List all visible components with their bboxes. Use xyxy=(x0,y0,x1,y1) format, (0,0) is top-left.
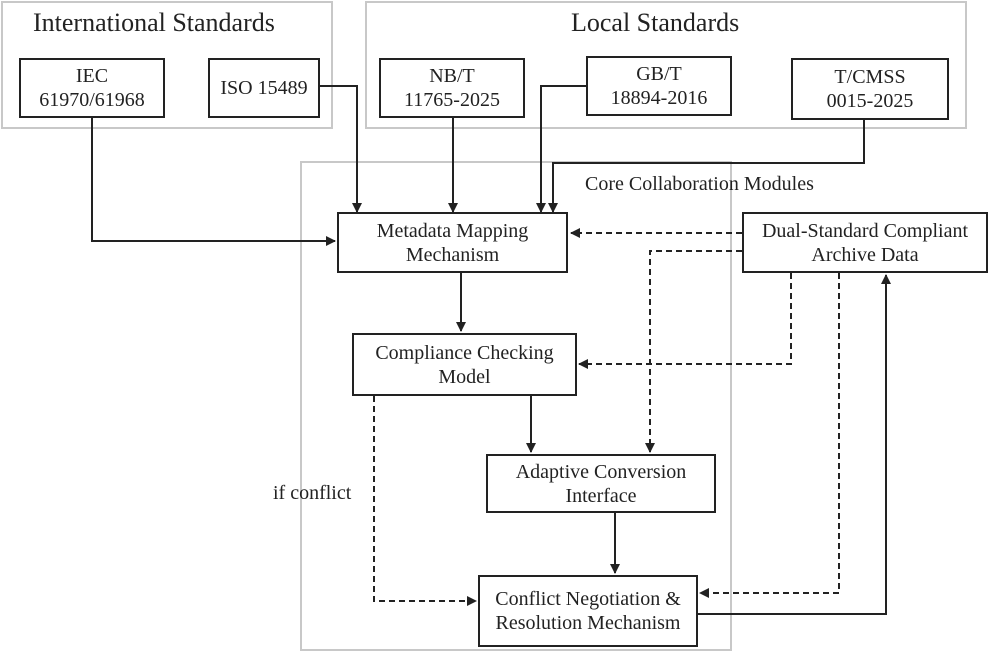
core-collaboration-frame xyxy=(300,161,732,651)
core-collaboration-title: Core Collaboration Modules xyxy=(585,173,814,195)
local-standards-frame xyxy=(365,1,967,129)
metadata-node-line1: Metadata Mapping xyxy=(376,219,529,242)
international-standards-frame xyxy=(1,1,333,129)
t-cmss-0015-2025-node: T/CMSS 0015-2025 xyxy=(791,58,949,120)
edge-gbt-to-metadata xyxy=(536,85,586,213)
nbt-node-line1: NB/T xyxy=(429,65,475,87)
adaptive-node-line1: Adaptive Conversion xyxy=(515,460,687,483)
local-standards-title: Local Standards xyxy=(571,8,740,37)
edge-archive-to-adaptive xyxy=(645,250,742,453)
edge-conflict-to-archive xyxy=(698,274,891,615)
compliance-node-line1: Compliance Checking xyxy=(375,341,554,364)
metadata-node-line2: Mechanism xyxy=(405,243,500,266)
archive-node-line2: Archive Data xyxy=(811,243,919,266)
dual-standard-archive-data-node: Dual-Standard Compliant Archive Data xyxy=(742,212,988,273)
international-standards-title: International Standards xyxy=(33,8,275,37)
compliance-checking-model-node: Compliance Checking Model xyxy=(352,333,577,396)
edge-iso-to-metadata xyxy=(320,85,362,213)
iec-node-line2: 61970/61968 xyxy=(39,89,145,111)
if-conflict-label: if conflict xyxy=(273,482,352,504)
gb-t-18894-2016-node: GB/T 18894-2016 xyxy=(586,56,732,116)
edge-compliance-to-conflict xyxy=(373,396,477,606)
edge-archive-to-compliance xyxy=(578,273,792,369)
conflict-negotiation-resolution-node: Conflict Negotiation & Resolution Mechan… xyxy=(478,575,698,647)
edge-archive-to-conflict xyxy=(699,273,840,598)
adaptive-node-line2: Interface xyxy=(565,484,637,507)
nbt-node-line2: 11765-2025 xyxy=(404,89,500,111)
tcmss-node-line2: 0015-2025 xyxy=(826,90,914,112)
conflict-node-line1: Conflict Negotiation & xyxy=(495,588,681,610)
iec-node-line1: IEC xyxy=(75,65,109,87)
adaptive-conversion-interface-node: Adaptive Conversion Interface xyxy=(486,454,716,513)
iso-node-line1: ISO 15489 xyxy=(220,77,308,99)
gbt-node-line1: GB/T xyxy=(636,63,682,85)
metadata-mapping-mechanism-node: Metadata Mapping Mechanism xyxy=(337,212,568,273)
archive-node-line1: Dual-Standard Compliant xyxy=(761,219,969,242)
gbt-node-line2: 18894-2016 xyxy=(610,87,708,109)
compliance-node-line2: Model xyxy=(438,365,491,388)
edge-tcmss-to-metadata xyxy=(548,120,865,213)
tcmss-node-line1: T/CMSS xyxy=(834,66,906,88)
iec-61970-61968-node: IEC 61970/61968 xyxy=(19,58,165,118)
conflict-node-line2: Resolution Mechanism xyxy=(495,612,681,634)
iso-15489-node: ISO 15489 xyxy=(208,58,320,118)
edge-iec-to-metadata xyxy=(91,118,336,246)
nb-t-11765-2025-node: NB/T 11765-2025 xyxy=(379,58,525,118)
